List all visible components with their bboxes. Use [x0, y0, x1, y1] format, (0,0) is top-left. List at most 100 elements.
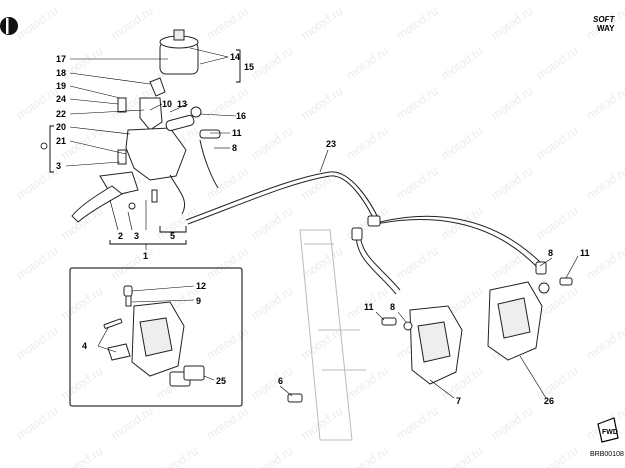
watermark-text: motod.ru: [14, 324, 61, 363]
brand-line2: WAY: [597, 24, 615, 33]
callout-24: 24: [56, 94, 66, 104]
callout-14: 14: [230, 52, 240, 62]
watermark-text: motod.ru: [14, 404, 61, 443]
watermark-text: motod.ru: [299, 164, 346, 203]
watermark-text: motod.ru: [109, 4, 156, 43]
callout-17: 17: [56, 54, 66, 64]
left-caliper: [287, 305, 463, 403]
master-cylinder-assembly: [71, 29, 221, 223]
watermark-text: motod.ru: [109, 244, 156, 283]
watermark-text: motod.ru: [489, 4, 536, 43]
brake-hoses: [185, 171, 547, 295]
watermark-text: motod.ru: [249, 44, 296, 83]
caliper-bolt-right: [559, 277, 573, 286]
callout-10: 10: [162, 99, 172, 109]
watermark-text: motod.ru: [344, 444, 391, 468]
watermark-text: motod.ru: [204, 404, 251, 443]
watermark-text: motod.ru: [584, 244, 625, 283]
callout-18: 18: [56, 68, 66, 78]
fwd-arrow-icon: FWD: [597, 417, 619, 443]
watermark-text: motod.ru: [204, 324, 251, 363]
hose-clip: [351, 227, 363, 241]
watermark-text: motod.ru: [59, 364, 106, 403]
watermark-text: motod.ru: [394, 404, 441, 443]
watermark-text: motod.ru: [489, 84, 536, 123]
caliper-washer: [403, 321, 413, 331]
mounting-screw: [287, 393, 303, 403]
callout-1: 1: [143, 251, 148, 261]
callout-20: 20: [56, 122, 66, 132]
caliper-washer-right: [538, 282, 550, 294]
pad-pin: [103, 318, 123, 329]
watermark-text: motod.ru: [59, 284, 106, 323]
watermark-text: motod.ru: [204, 164, 251, 203]
watermark-text: motod.ru: [14, 244, 61, 283]
watermark-text: motod.ru: [534, 444, 581, 468]
watermark-text: motod.ru: [249, 444, 296, 468]
switch-wire: [169, 174, 186, 215]
watermark-text: motod.ru: [439, 124, 486, 163]
callout-21: 21: [56, 136, 66, 146]
callout-8-right: 8: [548, 248, 553, 258]
callout-9: 9: [196, 296, 201, 306]
reservoir-bracket: [139, 97, 163, 131]
callout-11-right: 11: [580, 248, 590, 258]
watermark-text: motod.ru: [204, 4, 251, 43]
callout-19: 19: [56, 81, 66, 91]
callout-5: 5: [170, 231, 175, 241]
watermark-text: motod.ru: [299, 4, 346, 43]
lever-washer: [128, 202, 136, 210]
watermark-text: motod.ru: [14, 4, 61, 43]
callout-8-upper: 8: [232, 143, 237, 153]
watermark-text: motod.ru: [59, 444, 106, 468]
watermark-text: motod.ru: [344, 124, 391, 163]
bleed-valve: [125, 295, 132, 307]
bleed-cap: [123, 285, 133, 297]
callout-11-lower: 11: [364, 302, 374, 312]
watermark-text: motod.ru: [489, 244, 536, 283]
callout-7: 7: [456, 396, 461, 406]
banjo-bolt: [199, 129, 221, 139]
watermark-text: motod.ru: [534, 204, 581, 243]
watermark-text: motod.ru: [394, 84, 441, 123]
watermark-text: motod.ru: [394, 244, 441, 283]
callout-11-upper: 11: [232, 128, 242, 138]
callout-23: 23: [326, 139, 336, 149]
fwd-label: FWD: [602, 429, 618, 436]
brake-lever: [71, 185, 123, 223]
watermark-text: motod.ru: [439, 44, 486, 83]
watermark-text: motod.ru: [154, 204, 201, 243]
watermark-text: motod.ru: [204, 244, 251, 283]
brand-line1: SOFT: [593, 15, 615, 24]
callout-4: 4: [82, 341, 87, 351]
cap-screw: [173, 29, 185, 41]
callout-25: 25: [216, 376, 226, 386]
master-cylinder-body: [125, 127, 187, 181]
watermark-text: motod.ru: [249, 284, 296, 323]
watermark-text: motod.ru: [534, 44, 581, 83]
mounting-bolt: [117, 97, 127, 113]
callout-6: 6: [278, 376, 283, 386]
watermark-text: motod.ru: [249, 124, 296, 163]
brand-logo: SOFT WAY: [593, 15, 615, 33]
drawing-code: BRB00108: [590, 451, 624, 458]
fork-leg-ghost: [299, 229, 366, 441]
callout-22: 22: [56, 109, 66, 119]
watermark-text: motod.ru: [489, 404, 536, 443]
leader-lines: [40, 47, 579, 399]
watermark-text: motod.ru: [299, 404, 346, 443]
pivot-pin: [117, 149, 127, 165]
callout-12: 12: [196, 281, 206, 291]
callout-26: 26: [544, 396, 554, 406]
watermark-text: motod.ru: [584, 84, 625, 123]
right-caliper: [487, 277, 573, 361]
watermark-text: motod.ru: [584, 324, 625, 363]
callout-3-left: 3: [56, 161, 61, 171]
callout-2: 2: [118, 231, 123, 241]
watermark-text: motod.ru: [299, 84, 346, 123]
callout-labels: 17 14 15 18 19 24 10 13 22 16 20 11 21 8…: [56, 52, 590, 406]
inset-caliper-panel: [69, 267, 243, 407]
